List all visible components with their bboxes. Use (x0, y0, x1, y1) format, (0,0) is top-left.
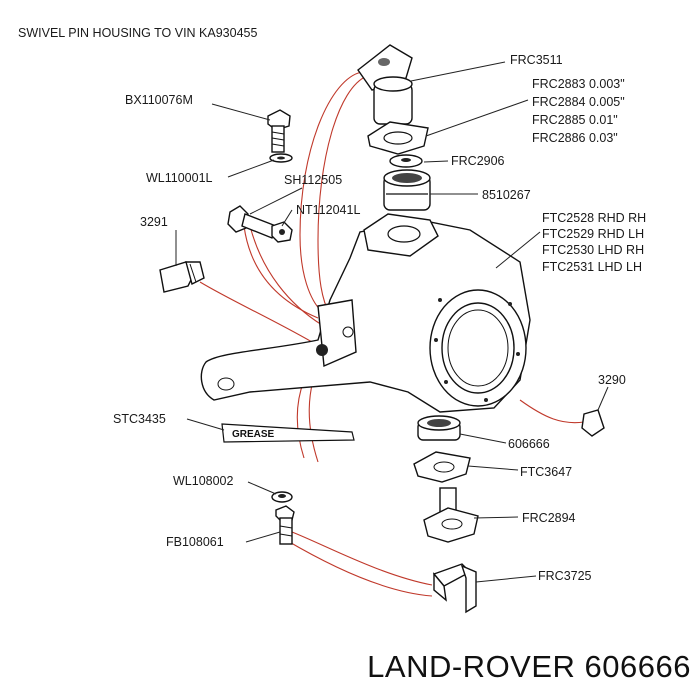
bolt-bx110076m-part (267, 109, 291, 153)
label-ftc2531: FTC2531 LHD LH (542, 260, 642, 274)
label-wl110001l: WL110001L (146, 171, 213, 185)
label-frc2894: FRC2894 (522, 511, 576, 525)
bracket-frc3725-part (432, 563, 477, 614)
label-frc2884: FRC2884 0.005" (532, 95, 625, 109)
label-606666: 606666 (508, 437, 550, 451)
label-frc2906: FRC2906 (451, 154, 505, 168)
label-nt112041l: NT112041L (296, 203, 360, 217)
bearing-606666-part (417, 415, 461, 441)
grease-tag-part: GREASE (221, 423, 355, 443)
nut-nt112041l-part (271, 221, 293, 243)
washer-wl110001l-part (269, 153, 293, 163)
label-3291: 3291 (140, 215, 168, 229)
bolt-fb108061-part (275, 505, 295, 545)
plug-3291-part (159, 261, 205, 293)
bolt-sh112505-part (227, 205, 277, 239)
label-frc2883: FRC2883 0.003" (532, 77, 625, 91)
label-8510267: 8510267 (482, 188, 531, 202)
label-bx110076m: BX110076M (125, 93, 193, 107)
shim-ftc3647-part (413, 451, 471, 483)
label-fb108061: FB108061 (166, 535, 224, 549)
swivel-pin-housing-part (200, 213, 531, 413)
label-wl108002: WL108002 (173, 474, 234, 488)
washer-wl108002-part (271, 491, 293, 503)
shim-part (367, 121, 429, 155)
label-sh112505: SH112505 (284, 173, 342, 187)
label-ftc2528: FTC2528 RHD RH (542, 211, 646, 225)
label-ftc2530: FTC2530 LHD RH (542, 243, 644, 257)
label-frc3511: FRC3511 (510, 53, 563, 67)
leader-lines (175, 61, 609, 583)
plug-3290-part (581, 409, 605, 437)
lower-swivel-pin-part (423, 487, 479, 543)
label-3290: 3290 (598, 373, 626, 387)
label-frc2886: FRC2886 0.03" (532, 131, 618, 145)
label-stc3435: STC3435 (113, 412, 166, 426)
diagram-title: SWIVEL PIN HOUSING TO VIN KA930455 (18, 26, 257, 40)
label-frc3725: FRC3725 (538, 569, 592, 583)
thrust-washer-part (389, 154, 423, 168)
taper-bearing-part (383, 169, 431, 211)
label-frc2885: FRC2885 0.01" (532, 113, 618, 127)
label-ftc2529: FTC2529 RHD LH (542, 227, 644, 241)
label-ftc3647: FTC3647 (520, 465, 572, 479)
brand-part-number: LAND-ROVER 606666 (367, 649, 691, 684)
swivel-pin-top-part (357, 44, 413, 125)
grease-text: GREASE (232, 429, 275, 440)
